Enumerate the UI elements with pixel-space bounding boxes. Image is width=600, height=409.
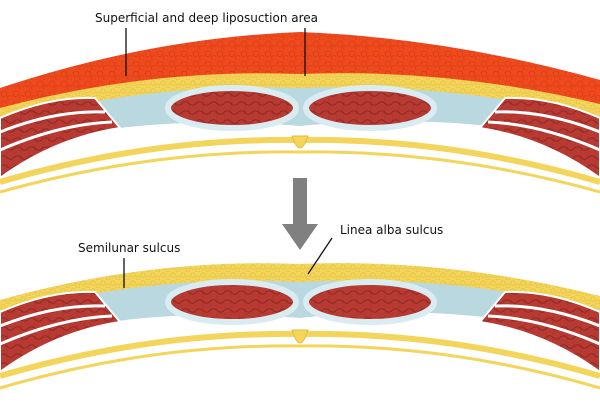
linea-alba-sulcus-label: Linea alba sulcus [340,223,443,237]
bottom-right-rectus-muscle [303,279,437,325]
top-deep-fat [0,73,600,134]
down-arrow [282,178,318,250]
top-right-oblique-muscles [478,96,600,180]
bottom-fascia [0,280,600,344]
linea-alba-pointer [307,237,333,275]
top-linea-alba [291,135,309,149]
top-left-rectus-muscle [165,85,299,131]
bottom-right-oblique-muscles [478,290,600,374]
bottom-left-rectus-muscle [165,279,299,325]
bottom-cross-section [0,263,600,390]
liposuction-area-label: Superficial and deep liposuction area [95,11,318,25]
bottom-linea-alba [291,329,309,344]
bottom-left-oblique-muscles [0,290,122,374]
bottom-deep-fat [0,263,600,326]
top-left-oblique-muscles [0,96,122,180]
top-cross-section [0,32,600,194]
semilunar-sulcus-label: Semilunar sulcus [78,241,180,255]
top-right-rectus-muscle [303,85,437,131]
top-fascia [0,87,600,150]
